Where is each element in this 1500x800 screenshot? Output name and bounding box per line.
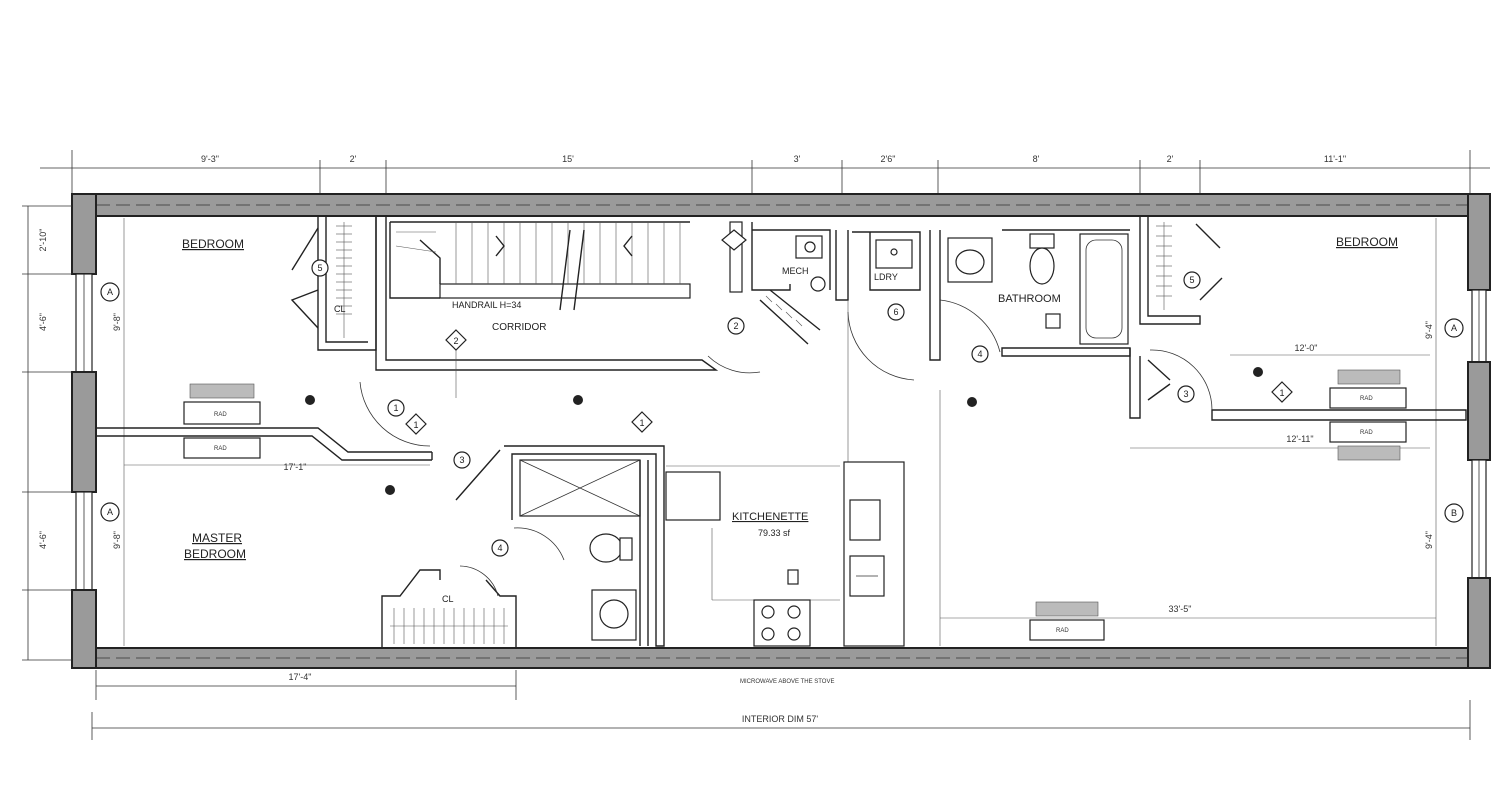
- stair-and-corridor: HANDRAIL H=34 CORRIDOR 2: [375, 216, 761, 398]
- exterior-walls: [71, 193, 1491, 669]
- bedroom-left-label: BEDROOM: [182, 237, 244, 251]
- master-width-dim: 17'-1": [284, 462, 307, 472]
- top-dim-6: 8': [1033, 154, 1040, 164]
- door-tag: 1: [393, 403, 398, 413]
- ceiling-fixtures: [305, 367, 1263, 495]
- top-dim-2: 2': [350, 154, 357, 164]
- window-tag: B: [1451, 508, 1457, 518]
- bottom-dim-overall: INTERIOR DIM 57': [742, 714, 819, 724]
- top-dim-4: 3': [794, 154, 801, 164]
- door-tag: 5: [317, 263, 322, 273]
- elevation-tag: 1: [1279, 388, 1284, 398]
- door-tag: 6: [893, 307, 898, 317]
- right-bedroom-lower-dim: 12'-11": [1286, 434, 1313, 444]
- right-inner-dim-1: 9'-4": [1424, 321, 1434, 339]
- door-tag: 5: [1189, 275, 1194, 285]
- kitchenette-label: KITCHENETTE: [732, 511, 808, 523]
- bathroom: BATHROOM 4 6: [887, 229, 1131, 646]
- corridor-label: CORRIDOR: [492, 322, 546, 333]
- right-bedroom-width: 12'-0": [1295, 343, 1318, 353]
- window-tag: A: [107, 287, 113, 297]
- closet-label: CL: [334, 304, 346, 314]
- master-bedroom-label-1: MASTER: [192, 531, 242, 545]
- top-dim-3: 15': [562, 154, 574, 164]
- top-dimension-string: 9'-3" 2' 15' 3' 2'6" 8' 2' 11'-1": [40, 150, 1490, 200]
- door-tag: 4: [977, 349, 982, 359]
- left-dim-2: 4'-6": [38, 313, 48, 331]
- bedroom-partition: 17'-1": [95, 427, 432, 472]
- living-width-dim: 33'-5": [1169, 604, 1192, 614]
- left-closet: CL 5: [290, 216, 377, 351]
- door-tag: 3: [459, 455, 464, 465]
- bedroom-right-label: BEDROOM: [1336, 235, 1398, 249]
- bottom-dimension-string: 17'-4" INTERIOR DIM 57': [91, 670, 1471, 740]
- kitchenette-area: 79.33 sf: [758, 528, 791, 538]
- radiator: RAD: [183, 383, 261, 425]
- door-tag: 2: [733, 321, 738, 331]
- svg-text:RAD: RAD: [1056, 628, 1069, 634]
- top-dim-8: 11'-1": [1324, 154, 1346, 164]
- svg-text:RAD: RAD: [1360, 396, 1373, 402]
- svg-text:RAD: RAD: [1360, 430, 1373, 436]
- right-inner-dim-2: 9'-4": [1424, 531, 1434, 549]
- top-dim-5: 2'6": [881, 154, 896, 164]
- svg-text:RAD: RAD: [214, 446, 227, 452]
- bottom-dim-left: 17'-4": [289, 672, 312, 682]
- elevation-tag: 1: [413, 420, 418, 430]
- master-bedroom-label-2: BEDROOM: [184, 547, 246, 561]
- radiator: RAD: [183, 437, 261, 459]
- kitchenette: KITCHENETTE 79.33 sf MICROWAVE ABOVE THE…: [665, 461, 905, 685]
- window-tag: A: [107, 507, 113, 517]
- left-dimension-string: 2'-10" 4'-6" 4'-6" 9'-8" 9'-8": [22, 205, 125, 661]
- microwave-note: MICROWAVE ABOVE THE STOVE: [740, 679, 834, 685]
- elevation-tag: 2: [453, 336, 458, 346]
- door-tag: 3: [1183, 389, 1188, 399]
- window-tag: A: [1451, 323, 1457, 333]
- radiator: RAD: [1329, 421, 1407, 461]
- right-bedroom: 5 3 12'-0" 12'-11" 1: [1129, 216, 1467, 449]
- handrail-label: HANDRAIL H=34: [452, 300, 521, 310]
- right-dimension-string: 9'-4" 9'-4": [1424, 218, 1437, 646]
- svg-text:RAD: RAD: [214, 412, 227, 418]
- laundry-label: LDRY: [874, 272, 898, 282]
- bathroom-label: BATHROOM: [998, 293, 1061, 305]
- master-bath-closet: 4 3 1 1 1 CL: [359, 381, 665, 648]
- top-dim-7: 2': [1167, 154, 1174, 164]
- door-tag: 4: [497, 543, 502, 553]
- mech-label: MECH: [782, 266, 809, 276]
- radiators: RAD RAD RAD RAD RAD: [183, 369, 1407, 641]
- radiator: RAD: [1329, 369, 1407, 409]
- elevation-tag: 1: [639, 418, 644, 428]
- window-tags: A A A B: [100, 282, 1464, 523]
- left-inner-dim-2: 9'-8": [112, 531, 122, 549]
- left-dim-1: 2'-10": [38, 229, 48, 252]
- top-dim-1: 9'-3": [201, 154, 219, 164]
- closet-label: CL: [442, 594, 454, 604]
- radiator: RAD: [1029, 601, 1105, 641]
- left-inner-dim-1: 9'-8": [112, 313, 122, 331]
- mech-laundry-block: MECH 2 LDRY: [721, 221, 921, 646]
- left-dim-3: 4'-6": [38, 531, 48, 549]
